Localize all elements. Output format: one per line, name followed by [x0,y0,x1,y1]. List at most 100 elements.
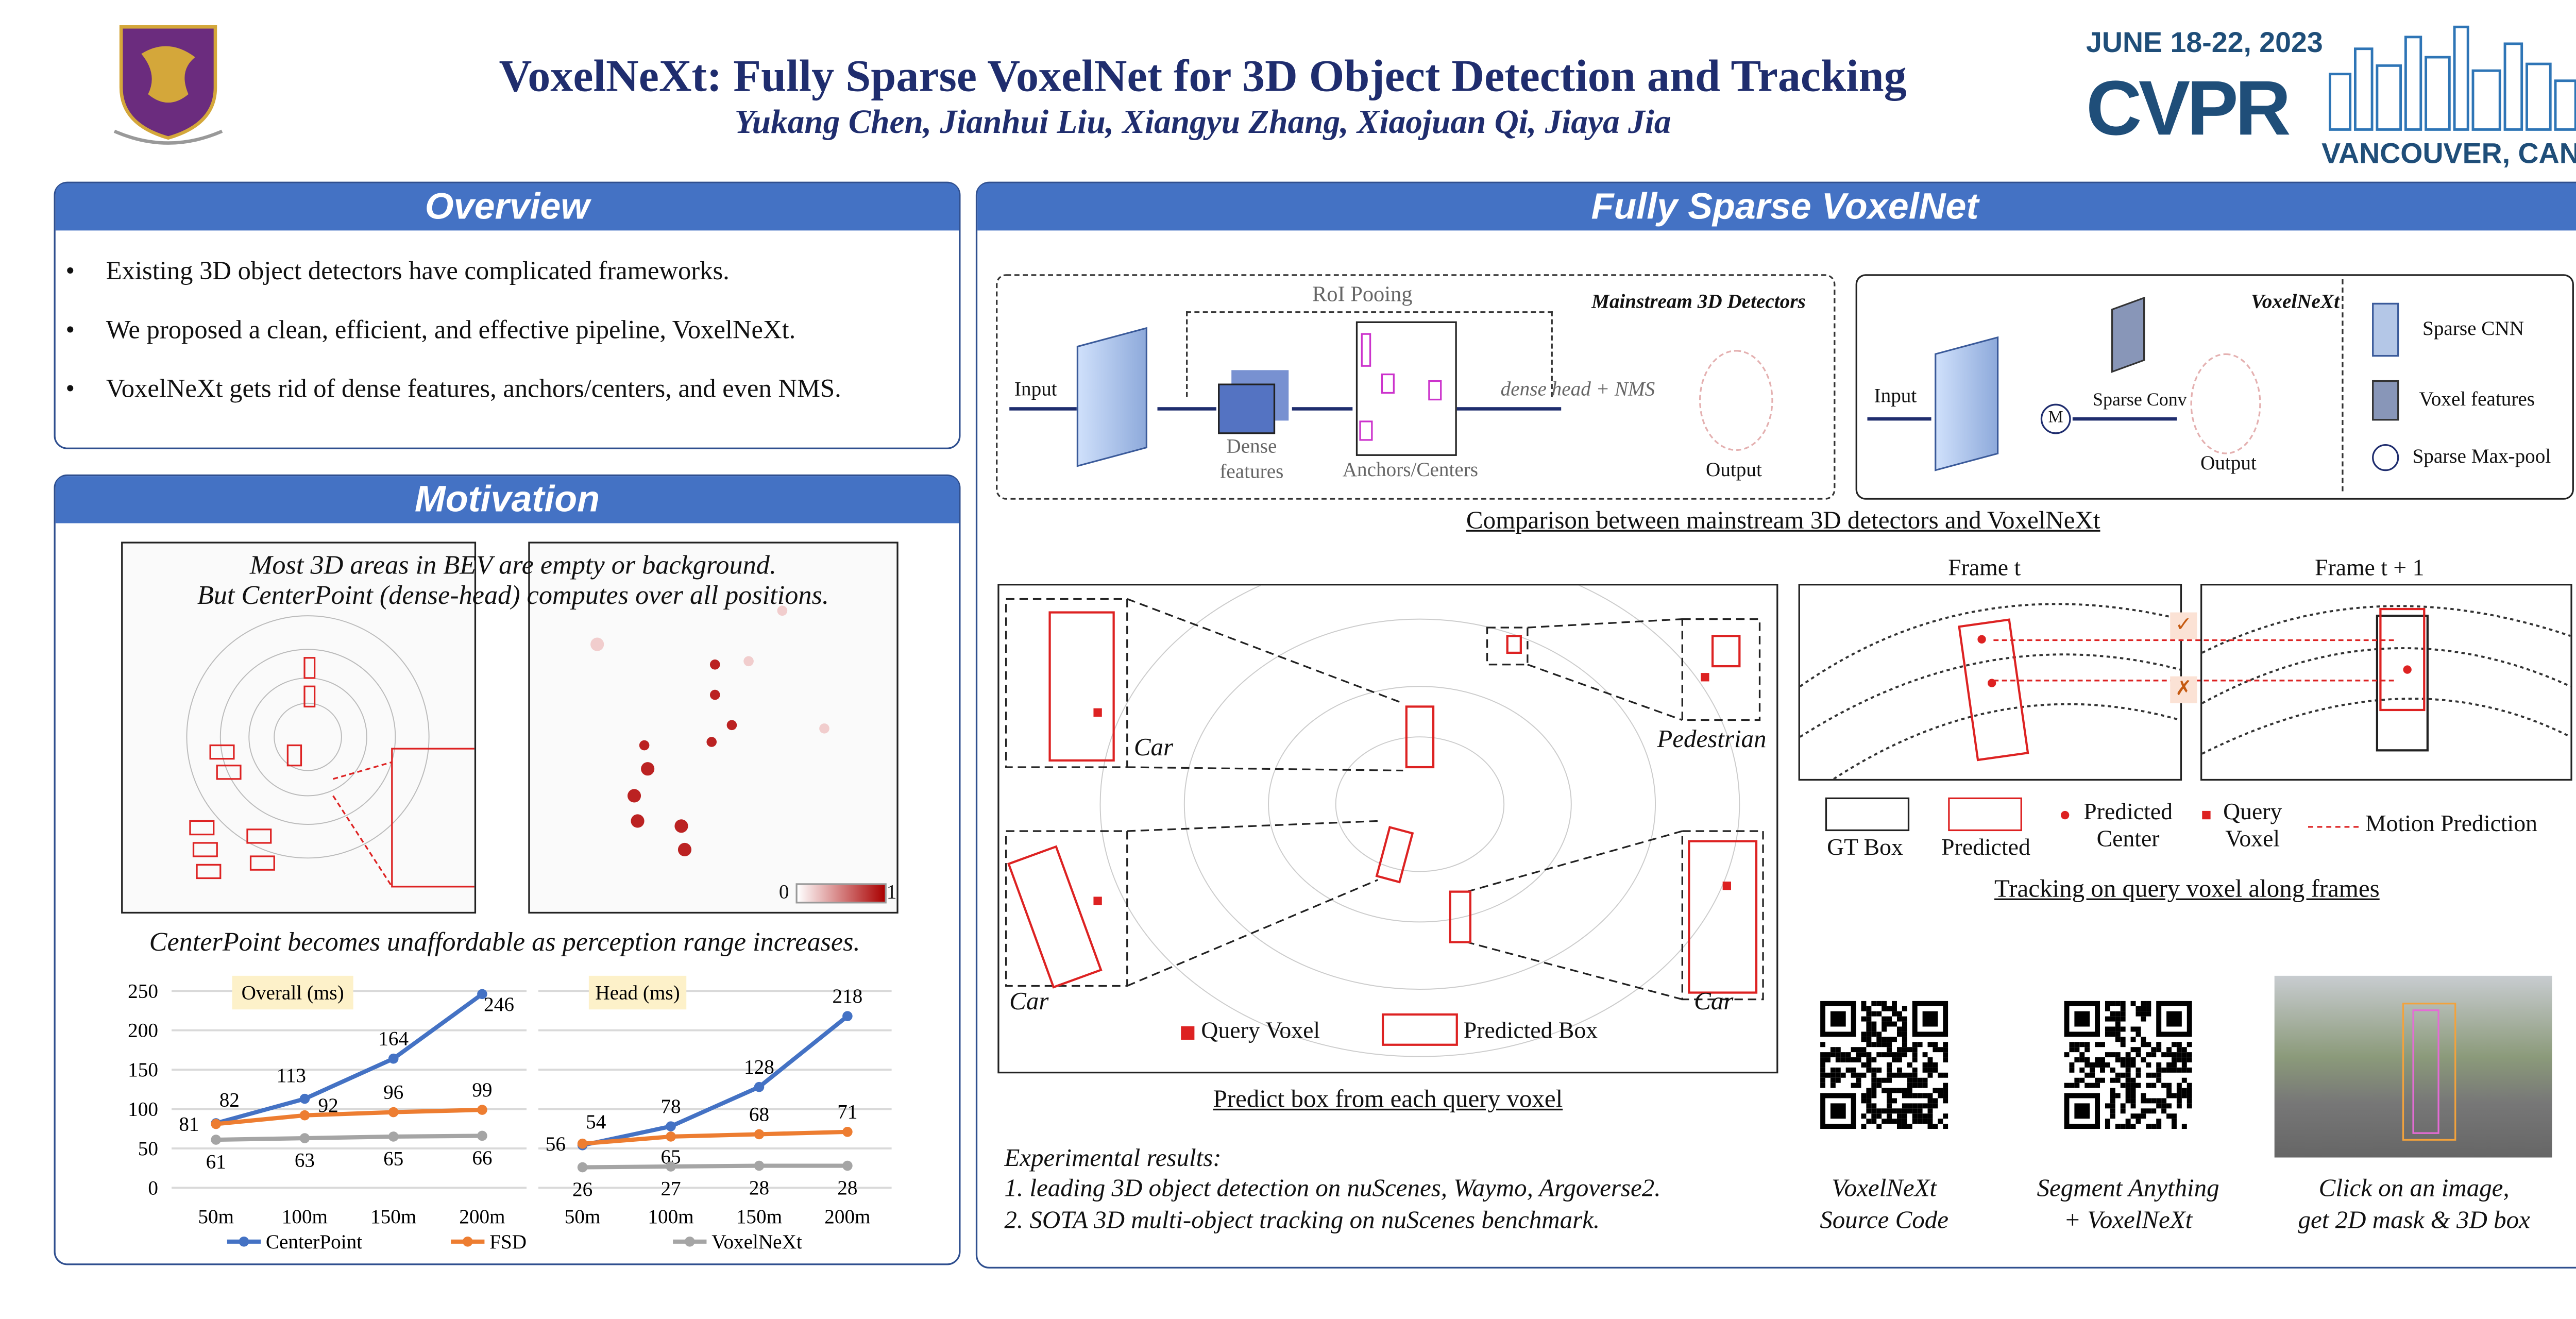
data-point [577,1162,588,1173]
x-tick-label: 150m [736,1206,782,1228]
legend-predicted-box: Predicted Box [1463,1019,1598,1045]
mainstream-output-label: Output [1706,458,1762,481]
segment-anything-qr-code[interactable] [2064,976,2192,1154]
output-pointcloud-image [2190,353,2261,454]
data-point [754,1129,765,1140]
data-label: 54 [586,1111,606,1133]
output-pointcloud-image [1699,350,1773,451]
centerpoint-heatmap-image: 0 1 [528,542,899,914]
voxelnext-diagram [1855,274,2574,500]
data-point [299,1110,310,1121]
x-tick-label: 150m [370,1206,416,1228]
arrow [1867,417,1931,421]
chart-caption: CenterPoint becomes unaffordable as perc… [149,928,860,957]
x-tick-label: 50m [565,1206,601,1228]
voxelnext-title: VoxelNeXt [2250,289,2340,313]
label-pedestrian: Pedestrian [1657,726,1767,754]
heatmap-colorbar [795,883,887,904]
dense-features-label: Dense features [1219,434,1284,483]
predicted-box-swatch [1948,797,2022,832]
arrow [1157,407,1216,411]
sparse-cnn-legend-icon [2372,302,2399,357]
overview-heading: Overview [55,183,959,231]
data-point [299,1133,310,1143]
label-car: Car [1133,735,1174,763]
legend-divider [2342,279,2344,492]
data-point [842,1160,853,1171]
data-label: 113 [277,1064,306,1087]
colorbar-min-label: 0 [778,880,789,904]
overview-bullet: Existing 3D object detectors have compli… [65,258,729,288]
roi-pooling-label: RoI Pooing [1312,281,1413,307]
data-point [211,1119,221,1129]
overview-panel: Overview Existing 3D object detectors ha… [54,181,961,449]
sparse-cnn-icon [1076,327,1147,467]
source-code-qr-code[interactable] [1820,976,1948,1154]
link-caption-3b: get 2D mask & 3D box [2298,1208,2530,1235]
results-item: 2. SOTA 3D multi-object tracking on nuSc… [1004,1208,1600,1235]
link-caption-1b: Source Code [1820,1208,1949,1235]
demo-street-image[interactable] [2274,975,2552,1158]
link-caption-2b: + VoxelNeXt [2063,1208,2193,1235]
legend-label: CenterPoint [266,1231,362,1253]
legend-predicted: Predicted [1941,836,2030,861]
maxpool-legend-icon [2372,444,2399,471]
results-heading: Experimental results: [1004,1145,1222,1173]
poster-title: VoxelNeXt: Fully Sparse VoxelNet for 3D … [499,50,1907,101]
mainstream-title: Mainstream 3D Detectors [1591,289,1806,313]
data-label: 27 [660,1178,681,1200]
method-heading: Fully Sparse VoxelNet [977,183,2576,231]
data-label: 66 [472,1147,492,1169]
authors: Yukang Chen, Jianhui Liu, Xiangyu Zhang,… [734,104,1671,142]
legend-label: VoxelNeXt [711,1231,802,1253]
comparison-caption: Comparison between mainstream 3D detecto… [1466,508,2100,535]
cross-icon: ✗ [2170,676,2197,703]
legend-query-voxel-tracking: Query Voxel [2223,801,2282,853]
data-point [211,1135,221,1145]
cvpr-logo: JUNE 18-22, 2023 CVPR VANCOUVER, CANADA [2086,24,2576,178]
x-tick-label: 200m [824,1206,870,1228]
chart-title: Overall (ms) [242,982,344,1004]
x-tick-label: 50m [198,1206,234,1228]
series-line-voxelnext [582,1163,848,1170]
x-tick-label: 200m [459,1206,505,1228]
university-logo [111,20,226,158]
legend-gt-box: GT Box [1827,836,1903,861]
check-icon: ✓ [2170,612,2197,639]
link-caption-2a: Segment Anything [2037,1176,2219,1203]
legend-query-voxel: Query Voxel [1201,1019,1320,1045]
arrow [1456,407,1562,411]
series-line-fsd [215,1107,483,1126]
data-label: 82 [219,1089,240,1111]
motivation-caption-2: But CenterPoint (dense-head) computes ov… [197,582,829,611]
mainstream-diagram [996,274,1836,500]
data-label: 71 [837,1101,857,1123]
bev-pointcloud-image [121,542,477,914]
data-point [666,1161,676,1172]
motivation-heading: Motivation [55,476,959,523]
data-label: 99 [472,1079,492,1101]
data-point [477,1105,487,1115]
overview-bullet: VoxelNeXt gets rid of dense features, an… [65,375,841,405]
mainstream-input-label: Input [1014,377,1057,401]
sparse-maxpool-icon: M [2040,403,2071,434]
legend-marker [684,1237,695,1247]
frame-t1-label: Frame t + 1 [2315,556,2425,582]
y-tick-label: 50 [138,1138,158,1160]
y-tick-label: 200 [128,1020,158,1042]
predict-caption: Predict box from each query voxel [1213,1087,1563,1114]
data-point [477,989,487,1000]
legend-marker [462,1237,473,1247]
sparse-conv-label: Sparse Conv [2093,390,2187,411]
dense-head-label: dense head + NMS [1500,377,1655,401]
bullet-text: VoxelNeXt gets rid of dense features, an… [106,375,841,404]
data-label: 218 [833,985,863,1007]
anchors-centers-label: Anchors/Centers [1342,458,1479,481]
bullet-text: We proposed a clean, efficient, and effe… [106,316,796,345]
voxelnext-input-label: Input [1874,383,1917,408]
frame-t1-image [2200,584,2572,781]
data-point [577,1138,588,1149]
data-point [842,1127,853,1137]
predicted-center-dot-icon [2061,810,2070,820]
